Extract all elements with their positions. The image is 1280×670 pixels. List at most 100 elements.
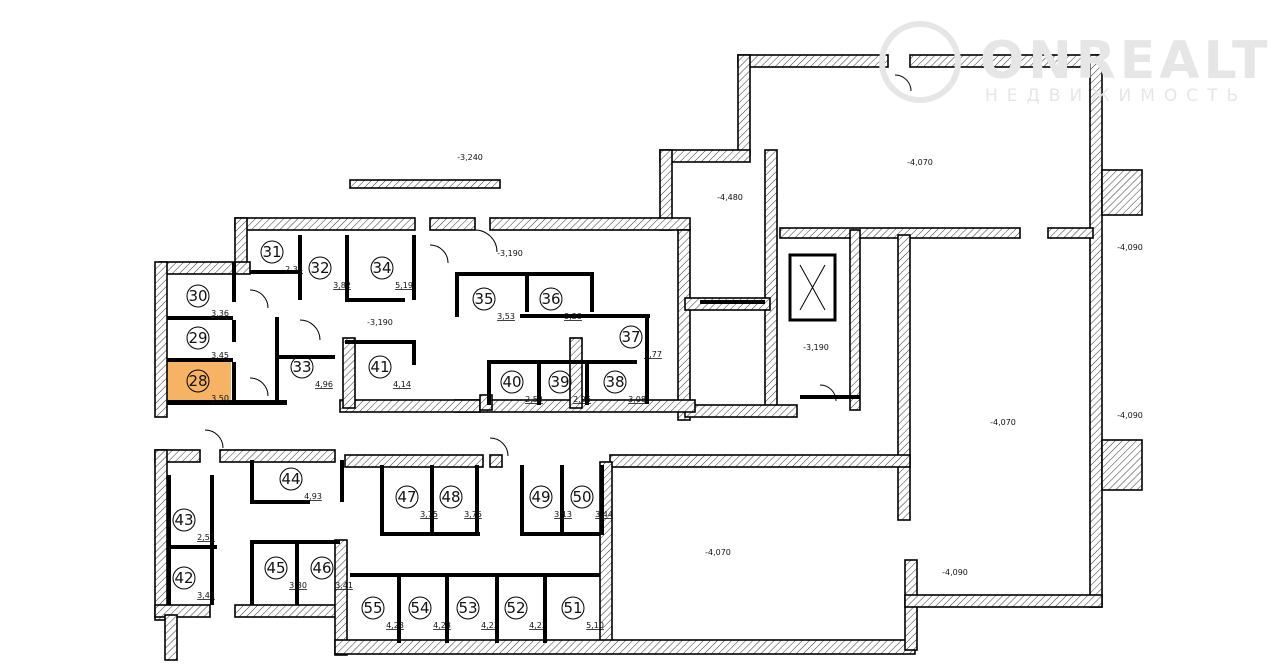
room-area: 4,14 — [393, 380, 411, 389]
room-46[interactable]: 463,41 — [310, 556, 353, 590]
room-number: 38 — [605, 373, 624, 391]
level-mark: -3,190 — [803, 343, 829, 352]
partition — [543, 573, 547, 643]
room-area: 3,44 — [595, 510, 613, 519]
room-area: 5,10 — [586, 621, 604, 630]
partition — [380, 465, 384, 535]
room-number: 28 — [188, 372, 207, 390]
room-area: 3,75 — [464, 510, 482, 519]
partition — [167, 316, 233, 320]
room-47[interactable]: 473,75 — [395, 485, 438, 519]
partition — [210, 475, 214, 605]
room-number-circle — [472, 287, 496, 311]
room-35[interactable]: 353,53 — [472, 287, 515, 321]
partition — [250, 540, 254, 605]
room-42[interactable]: 423,41 — [172, 566, 215, 600]
wall — [1047, 227, 1094, 239]
room-number: 40 — [502, 373, 521, 391]
room-area: 4,23 — [433, 621, 451, 630]
room-area: 3,30 — [289, 581, 307, 590]
partition — [455, 272, 459, 317]
door-swing — [204, 429, 224, 449]
wall — [234, 217, 248, 264]
door-swing — [819, 384, 837, 402]
partition — [250, 500, 310, 504]
wall — [659, 149, 751, 163]
room-number: 42 — [174, 569, 193, 587]
room-area: 3,75 — [420, 510, 438, 519]
partition — [298, 235, 302, 300]
room-37[interactable]: 371,77 — [619, 325, 662, 359]
room-28[interactable]: 283,50 — [186, 369, 229, 403]
wall — [344, 454, 484, 468]
room-40[interactable]: 402,52 — [500, 370, 543, 404]
room-number-circle — [186, 284, 210, 308]
wall — [159, 261, 251, 275]
room-31[interactable]: 312,34 — [260, 240, 303, 274]
room-area: 3,82 — [333, 281, 351, 290]
room-area: 3,36 — [211, 309, 229, 318]
room-area: 2,51 — [197, 533, 215, 542]
room-48[interactable]: 483,75 — [439, 485, 482, 519]
room-43[interactable]: 432,51 — [172, 508, 215, 542]
room-area: 3,13 — [554, 510, 572, 519]
level-mark: -4,090 — [1117, 243, 1143, 252]
room-51[interactable]: 515,10 — [561, 596, 604, 630]
room-50[interactable]: 503,44 — [570, 485, 613, 519]
room-54[interactable]: 544,23 — [408, 596, 451, 630]
walls — [154, 54, 1143, 661]
room-36[interactable]: 363,23 — [539, 287, 582, 321]
room-55[interactable]: 554,23 — [361, 596, 404, 630]
room-34[interactable]: 345,19 — [370, 256, 413, 290]
room-number: 33 — [292, 358, 311, 376]
room-number-circle — [500, 370, 524, 394]
wall — [489, 454, 503, 468]
room-30[interactable]: 303,36 — [186, 284, 229, 318]
room-41[interactable]: 414,14 — [368, 355, 411, 389]
wall — [154, 261, 168, 418]
watermark-subtitle: НЕДВИЖИМОСТЬ — [985, 86, 1247, 106]
wall — [219, 449, 336, 463]
partition — [495, 573, 499, 643]
room-number: 37 — [621, 328, 640, 346]
room-area: 2,52 — [525, 395, 543, 404]
room-49[interactable]: 493,13 — [529, 485, 572, 519]
room-33[interactable]: 334,96 — [290, 355, 333, 389]
partition — [275, 317, 279, 402]
room-52[interactable]: 524,23 — [504, 596, 547, 630]
room-number-circle — [603, 370, 627, 394]
room-number: 49 — [531, 488, 550, 506]
room-area: 4,23 — [529, 621, 547, 630]
partition — [445, 573, 449, 643]
partition — [487, 360, 637, 364]
room-number-circle — [260, 240, 284, 264]
partition — [232, 362, 236, 402]
room-area: 2,26 — [573, 395, 591, 404]
room-area: 3,41 — [335, 581, 353, 590]
room-44[interactable]: 444,93 — [279, 467, 322, 501]
partition — [345, 235, 349, 300]
room-29[interactable]: 293,45 — [186, 326, 229, 360]
room-38[interactable]: 383,08 — [603, 370, 646, 404]
room-number-circle — [570, 485, 594, 509]
partitions — [167, 74, 912, 643]
watermark-logo-icon — [879, 21, 961, 103]
door-swing — [299, 319, 321, 341]
wall — [764, 149, 778, 413]
wall — [334, 639, 916, 655]
partition — [167, 400, 287, 405]
room-39[interactable]: 392,26 — [548, 370, 591, 404]
room-number: 30 — [188, 287, 207, 305]
room-45[interactable]: 453,30 — [264, 556, 307, 590]
room-53[interactable]: 534,23 — [456, 596, 499, 630]
level-mark: -3,190 — [497, 249, 523, 258]
door-swing — [894, 74, 912, 92]
room-number-circle — [368, 355, 392, 379]
room-number-circle — [310, 556, 334, 580]
room-number: 41 — [370, 358, 389, 376]
partition — [560, 465, 564, 535]
level-mark: -3,240 — [457, 153, 483, 162]
room-32[interactable]: 323,82 — [308, 256, 351, 290]
partition — [455, 272, 590, 276]
